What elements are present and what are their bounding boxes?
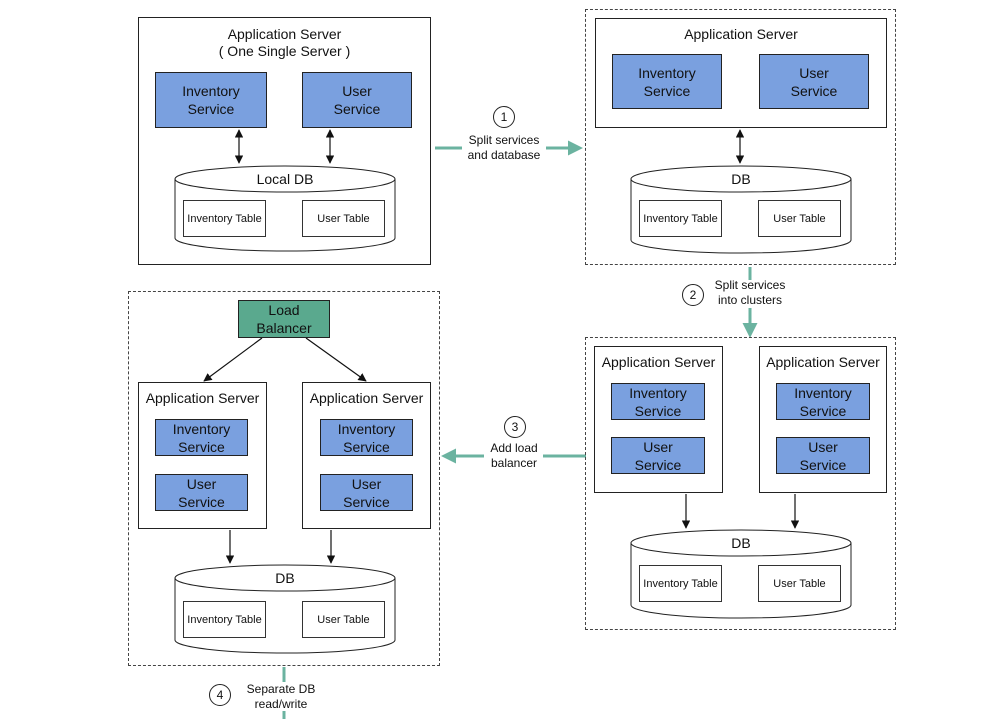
db-label: Local DB: [256, 171, 314, 187]
inventory-table: Inventory Table: [639, 565, 722, 602]
server-title: Application Server: [684, 26, 798, 42]
load-balancer: Load Balancer: [238, 300, 330, 338]
step-3-label: Add load balancer: [490, 441, 538, 470]
step-2-label: Split services into clusters: [714, 278, 786, 307]
step-3-number: 3: [504, 416, 526, 438]
inventory-service: Inventory Service: [155, 419, 248, 456]
step-1-label: Split services and database: [467, 133, 541, 162]
db-label: DB: [731, 171, 751, 187]
user-service: User Service: [302, 72, 412, 128]
inventory-table: Inventory Table: [183, 601, 266, 638]
panel-service-clusters: [585, 337, 896, 630]
inventory-service: Inventory Service: [320, 419, 413, 456]
application-server-left: Application Server: [138, 382, 267, 529]
server-title: Application Server: [145, 390, 260, 406]
application-server-left: Application Server: [594, 346, 723, 493]
db-label: DB: [731, 535, 751, 551]
step-1-number: 1: [493, 106, 515, 128]
panel-single-server: Application Server ( One Single Server ): [138, 17, 431, 265]
step-4-number: 4: [209, 684, 231, 706]
server-title: Application Server: [309, 390, 424, 406]
inventory-service: Inventory Service: [611, 383, 705, 420]
inventory-service: Inventory Service: [612, 54, 722, 109]
user-service: User Service: [155, 474, 248, 511]
server-title: Application Server: [601, 354, 716, 370]
panel-split-database: [585, 9, 896, 265]
step-2-number: 2: [682, 284, 704, 306]
connector-lb-right-server: [305, 337, 367, 382]
server-title: Application Server: [766, 354, 880, 370]
user-table: User Table: [758, 565, 841, 602]
application-server-right: Application Server: [759, 346, 887, 493]
panel-load-balancer: [128, 291, 440, 666]
user-table: User Table: [302, 200, 385, 237]
user-table: User Table: [758, 200, 841, 237]
panel-title: Application Server ( One Single Server ): [218, 26, 351, 59]
db-label: DB: [275, 570, 295, 586]
application-server-right: Application Server: [302, 382, 431, 529]
connector-lb-left-server: [203, 337, 263, 382]
inventory-table: Inventory Table: [639, 200, 722, 237]
inventory-service: Inventory Service: [155, 72, 267, 128]
application-server: Application Server: [595, 18, 887, 128]
inventory-service: Inventory Service: [776, 383, 870, 420]
step-4-label: Separate DB read/write: [246, 682, 316, 711]
user-service: User Service: [611, 437, 705, 474]
user-service: User Service: [320, 474, 413, 511]
user-table: User Table: [302, 601, 385, 638]
user-service: User Service: [776, 437, 870, 474]
user-service: User Service: [759, 54, 869, 109]
inventory-table: Inventory Table: [183, 200, 266, 237]
